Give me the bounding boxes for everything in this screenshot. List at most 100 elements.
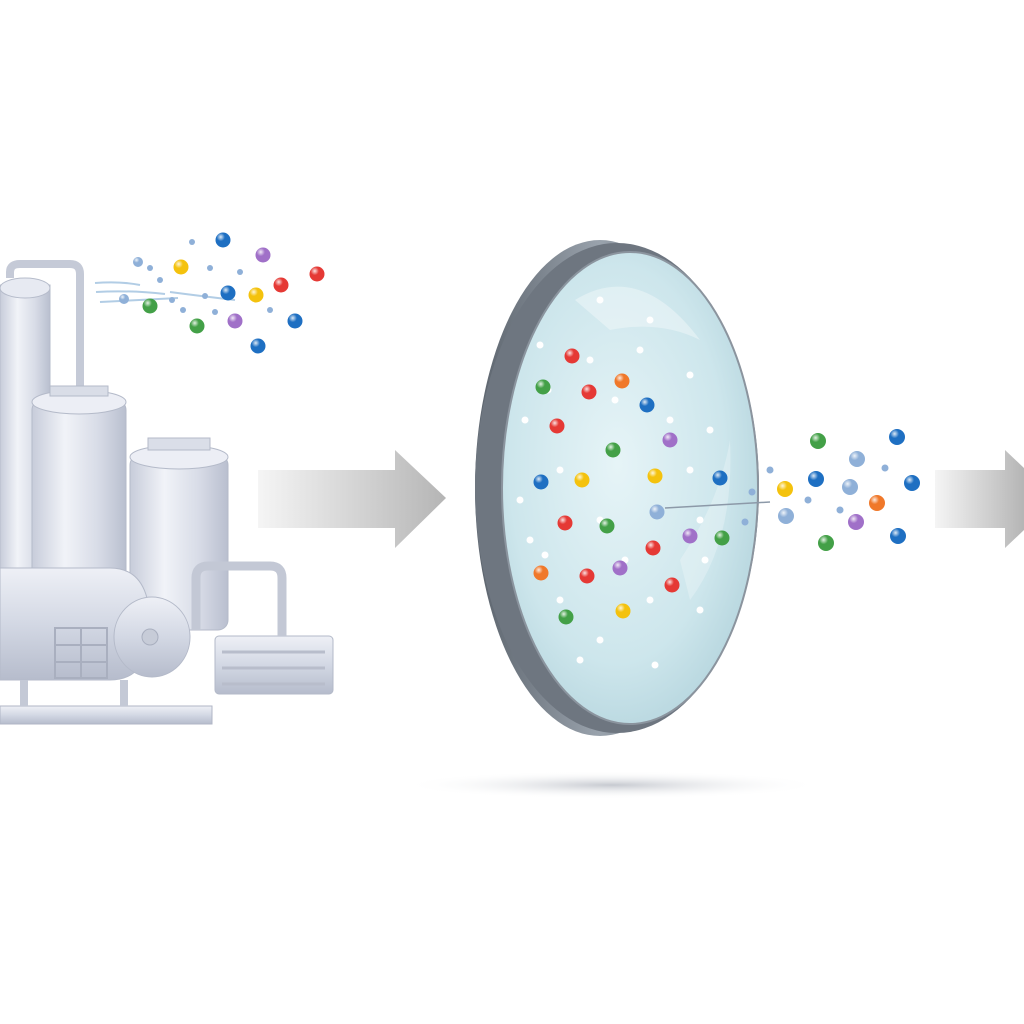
output-speck bbox=[836, 506, 844, 514]
glass-speck bbox=[576, 656, 584, 664]
trapped-particle-shine bbox=[639, 397, 655, 413]
emission-speck bbox=[157, 277, 163, 283]
glass-speck bbox=[521, 416, 529, 424]
plant-exhaust-pipe bbox=[6, 260, 84, 395]
emission-particle-shine bbox=[119, 294, 129, 304]
emission-speck bbox=[202, 293, 208, 299]
emission-speck bbox=[237, 269, 243, 275]
output-particle-shine bbox=[777, 481, 793, 497]
emission-particles bbox=[119, 232, 325, 354]
glass-speck bbox=[686, 371, 694, 379]
trapped-particle-shine bbox=[612, 560, 628, 576]
glass-speck bbox=[706, 426, 714, 434]
emission-wisps bbox=[94, 281, 236, 303]
glass-speck bbox=[596, 636, 604, 644]
trapped-particle-shine bbox=[535, 379, 551, 395]
trapped-particle-shine bbox=[574, 472, 590, 488]
glass-speck bbox=[541, 551, 549, 559]
glass-speck bbox=[646, 316, 654, 324]
emission-particle-shine bbox=[220, 285, 236, 301]
output-speck bbox=[766, 466, 774, 474]
glass-speck bbox=[646, 596, 654, 604]
glass-speck bbox=[651, 661, 659, 669]
emission-speck bbox=[189, 239, 195, 245]
emission-speck bbox=[267, 307, 273, 313]
trapped-particle-shine bbox=[579, 568, 595, 584]
trapped-particle-shine bbox=[564, 348, 580, 364]
trapped-particle-shine bbox=[647, 468, 663, 484]
output-speck bbox=[748, 488, 756, 496]
output-particle-shine bbox=[808, 471, 824, 487]
emission-particle-shine bbox=[215, 232, 231, 248]
emission-speck bbox=[212, 309, 218, 315]
filter-shadow bbox=[402, 771, 822, 799]
glass-speck bbox=[696, 606, 704, 614]
trapped-particle-shine bbox=[664, 577, 680, 593]
glass-speck bbox=[536, 341, 544, 349]
emission-speck bbox=[147, 265, 153, 271]
output-particle-shine bbox=[904, 475, 920, 491]
flow-arrow-filter-to-output bbox=[935, 450, 1024, 548]
filtered-particles-icon bbox=[741, 429, 920, 551]
emission-particle-shine bbox=[255, 247, 271, 263]
emission-speck bbox=[207, 265, 213, 271]
emission-particle-shine bbox=[250, 338, 266, 354]
output-speck bbox=[804, 496, 812, 504]
emission-particle-shine bbox=[273, 277, 289, 293]
trapped-particle-shine bbox=[549, 418, 565, 434]
output-particle-shine bbox=[889, 429, 905, 445]
glass-speck bbox=[596, 296, 604, 304]
emission-particle-shine bbox=[142, 298, 158, 314]
output-speck bbox=[881, 464, 889, 472]
filter-glass bbox=[501, 251, 759, 725]
filter-pores bbox=[516, 296, 714, 669]
trapped-particles bbox=[533, 348, 730, 625]
trapped-particle-shine bbox=[599, 518, 615, 534]
glass-speck bbox=[526, 536, 534, 544]
plant-frame bbox=[54, 627, 108, 679]
trapped-particle-shine bbox=[533, 565, 549, 581]
trapped-particle-shine bbox=[645, 540, 661, 556]
trapped-particle-shine bbox=[662, 432, 678, 448]
trapped-particle-shine bbox=[615, 603, 631, 619]
trapped-particle-shine bbox=[533, 474, 549, 490]
emission-particle-shine bbox=[133, 257, 143, 267]
plant-tank-middle bbox=[31, 399, 127, 581]
emission-particle-shine bbox=[309, 266, 325, 282]
output-particle-shine bbox=[818, 535, 834, 551]
industrial-plant-icon bbox=[0, 260, 334, 725]
emission-particle-shine bbox=[189, 318, 205, 334]
emission-particle-shine bbox=[248, 287, 264, 303]
trapped-particle-shine bbox=[558, 609, 574, 625]
membrane-filter-icon bbox=[475, 240, 759, 736]
glass-speck bbox=[696, 516, 704, 524]
glass-speck bbox=[686, 466, 694, 474]
emission-particle-shine bbox=[173, 259, 189, 275]
flow-arrow-source-to-filter bbox=[258, 450, 446, 548]
trapped-particle-shine bbox=[649, 504, 665, 520]
glass-speck bbox=[636, 346, 644, 354]
output-particle-shine bbox=[890, 528, 906, 544]
glass-speck bbox=[586, 356, 594, 364]
emission-speck bbox=[169, 297, 175, 303]
glass-speck bbox=[611, 396, 619, 404]
particle-trail bbox=[664, 501, 771, 509]
trapped-particle-shine bbox=[714, 530, 730, 546]
emission-particle-shine bbox=[287, 313, 303, 329]
trapped-particle-shine bbox=[557, 515, 573, 531]
glass-speck bbox=[556, 596, 564, 604]
trapped-particle-shine bbox=[605, 442, 621, 458]
glass-speck bbox=[666, 416, 674, 424]
plant-base bbox=[0, 705, 213, 725]
trapped-particle-shine bbox=[581, 384, 597, 400]
output-particle-shine bbox=[778, 508, 794, 524]
emission-particle-shine bbox=[227, 313, 243, 329]
glass-speck bbox=[516, 496, 524, 504]
output-speck bbox=[741, 518, 749, 526]
emission-speck bbox=[180, 307, 186, 313]
glass-speck bbox=[556, 466, 564, 474]
output-particle-shine bbox=[842, 479, 858, 495]
output-particle-shine bbox=[848, 514, 864, 530]
output-particle-shine bbox=[869, 495, 885, 511]
